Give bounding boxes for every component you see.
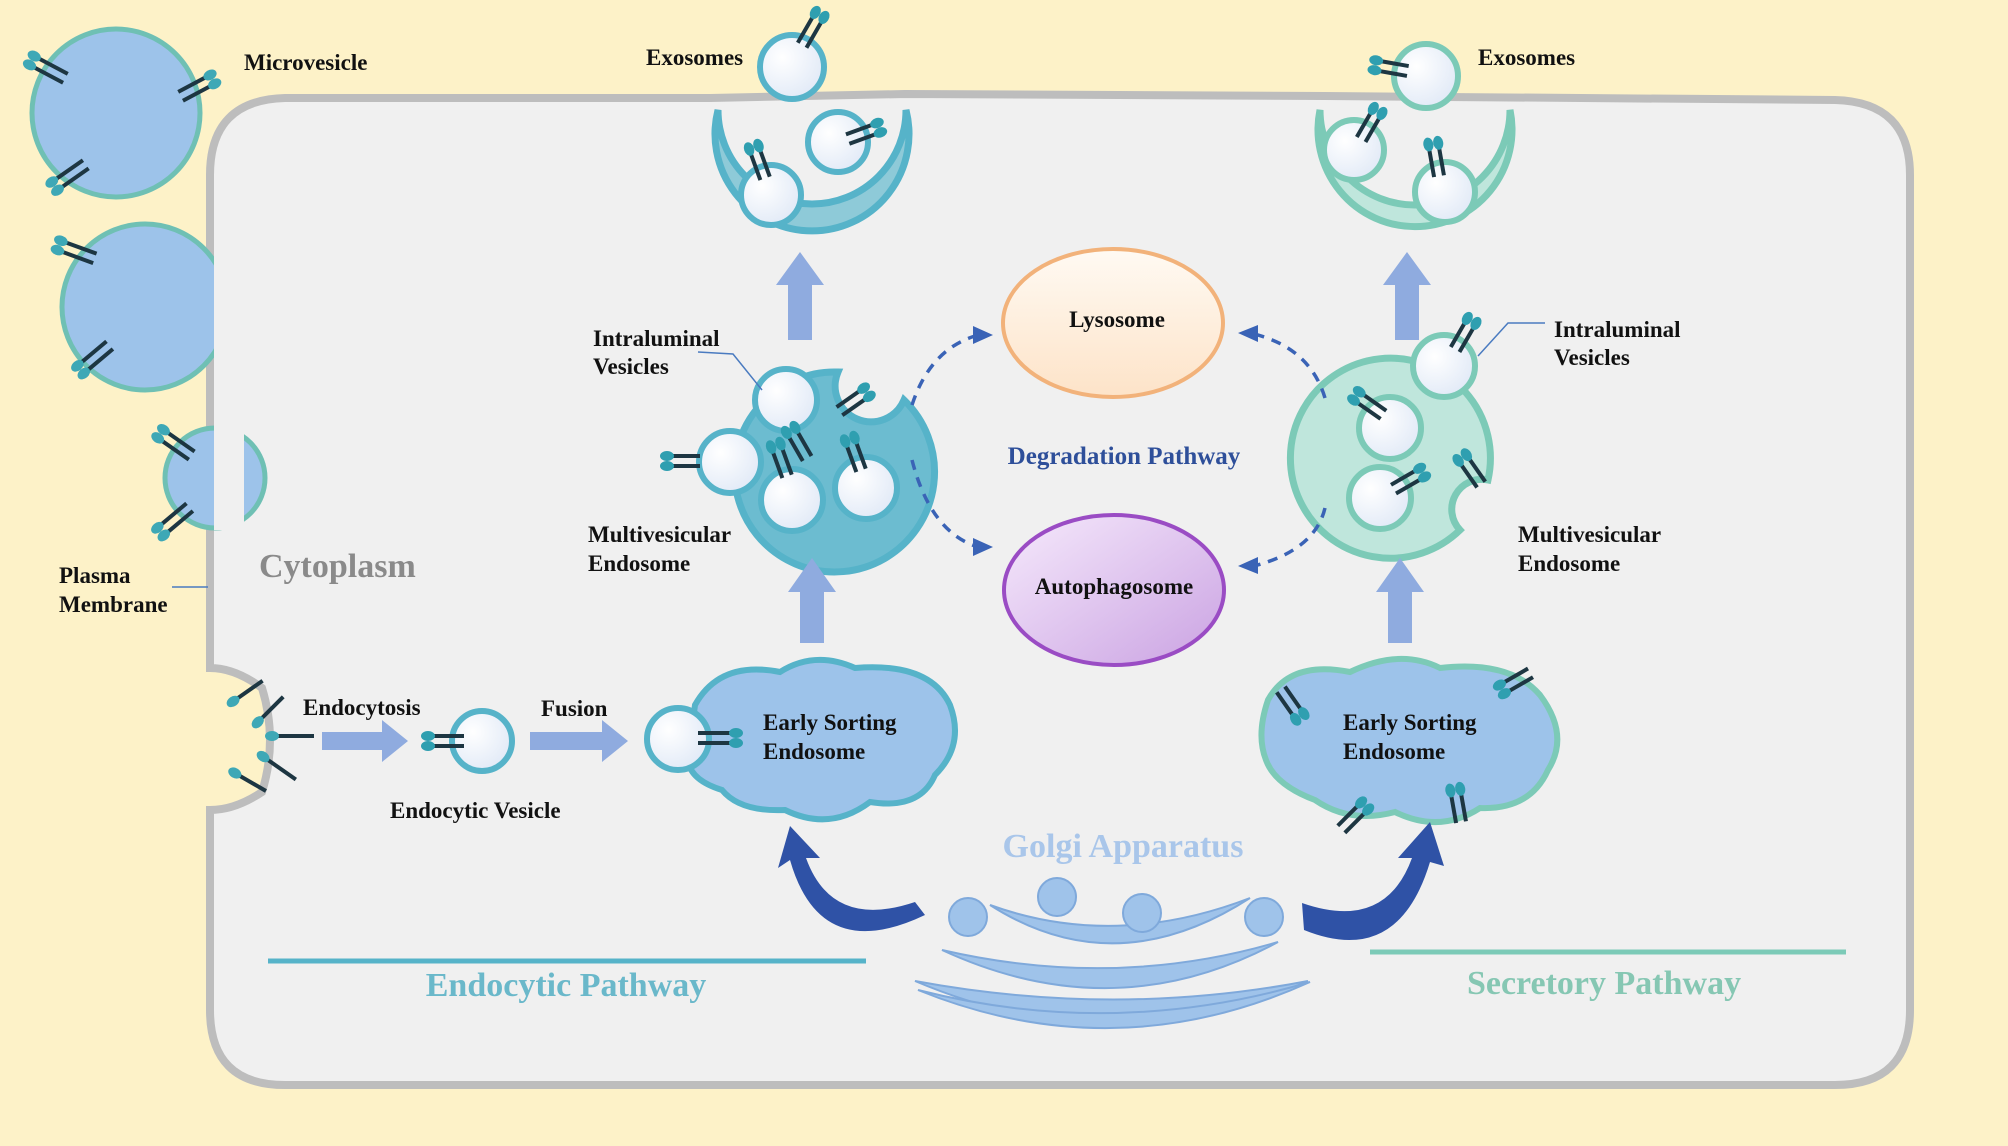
intraluminal-right-label-line1: Intraluminal <box>1554 317 1681 342</box>
vesicle-protein-markers <box>660 5 1487 496</box>
degradation-arrows <box>910 332 1327 568</box>
autophagosome <box>1002 513 1226 667</box>
early-sorting-left-marker <box>698 728 743 748</box>
endocytosis-label: Endocytosis <box>303 695 421 720</box>
endocytosis-receptors <box>226 679 314 793</box>
left-releasing-mvb <box>711 32 913 235</box>
early-sorting-right-markers <box>1275 666 1534 835</box>
exosomes-right-label: Exosomes <box>1478 45 1575 70</box>
intraluminal-left-label-line1: Intraluminal <box>593 326 720 351</box>
secretory-pathway-label: Secretory Pathway <box>1467 965 1741 1002</box>
early-sorting-endosome-left <box>684 657 958 823</box>
microvesicle-group <box>29 26 268 531</box>
membrane-protein-markers <box>22 50 222 542</box>
early-sorting-left-label-line2: Endosome <box>763 739 865 764</box>
intraluminal-right-label-line2: Vesicles <box>1554 345 1630 370</box>
intraluminal-left-label-line2: Vesicles <box>593 354 669 379</box>
leader-lines <box>172 322 1545 588</box>
lysosome <box>1001 247 1225 399</box>
early-sorting-left-vesicle <box>644 705 712 773</box>
lysosome-label: Lysosome <box>1069 307 1165 332</box>
early-sorting-right-label-line2: Endosome <box>1343 739 1445 764</box>
mve-right-label-line2: Endosome <box>1518 551 1620 576</box>
autophagosome-label: Autophagosome <box>1035 574 1193 599</box>
golgi-apparatus <box>914 877 1311 1030</box>
microvesicle-large <box>29 26 203 200</box>
mve-right-label-line1: Multivesicular <box>1518 522 1661 547</box>
mve-left-label-line2: Endosome <box>588 551 690 576</box>
endocytic-vesicle-label: Endocytic Vesicle <box>390 798 561 823</box>
endocytic-vesicle-marker <box>421 731 464 751</box>
left-mve <box>696 366 939 576</box>
early-sorting-left-label-line1: Early Sorting <box>763 710 897 735</box>
mve-left-label-line1: Multivesicular <box>588 522 731 547</box>
right-mve <box>1286 332 1494 562</box>
golgi-apparatus-label: Golgi Apparatus <box>1003 828 1244 865</box>
plasma-membrane-label-line1: Plasma <box>59 563 131 588</box>
early-sorting-right-label-line1: Early Sorting <box>1343 710 1477 735</box>
flow-arrows <box>322 252 1431 762</box>
early-sorting-endosome-right <box>1258 656 1561 825</box>
fusion-label: Fusion <box>541 696 608 721</box>
plasma-membrane-label-line2: Membrane <box>59 592 168 617</box>
golgi-curved-arrows <box>778 822 1444 941</box>
endocytic-vesicle <box>449 708 515 774</box>
exosomes-left-label: Exosomes <box>646 45 743 70</box>
cytoplasm-label: Cytoplasm <box>259 548 416 585</box>
endocytic-pathway-label: Endocytic Pathway <box>426 967 707 1004</box>
microvesicle-label: Microvesicle <box>244 50 367 75</box>
degradation-pathway-label: Degradation Pathway <box>1008 443 1241 470</box>
degradation-arrowheads <box>973 325 1258 574</box>
